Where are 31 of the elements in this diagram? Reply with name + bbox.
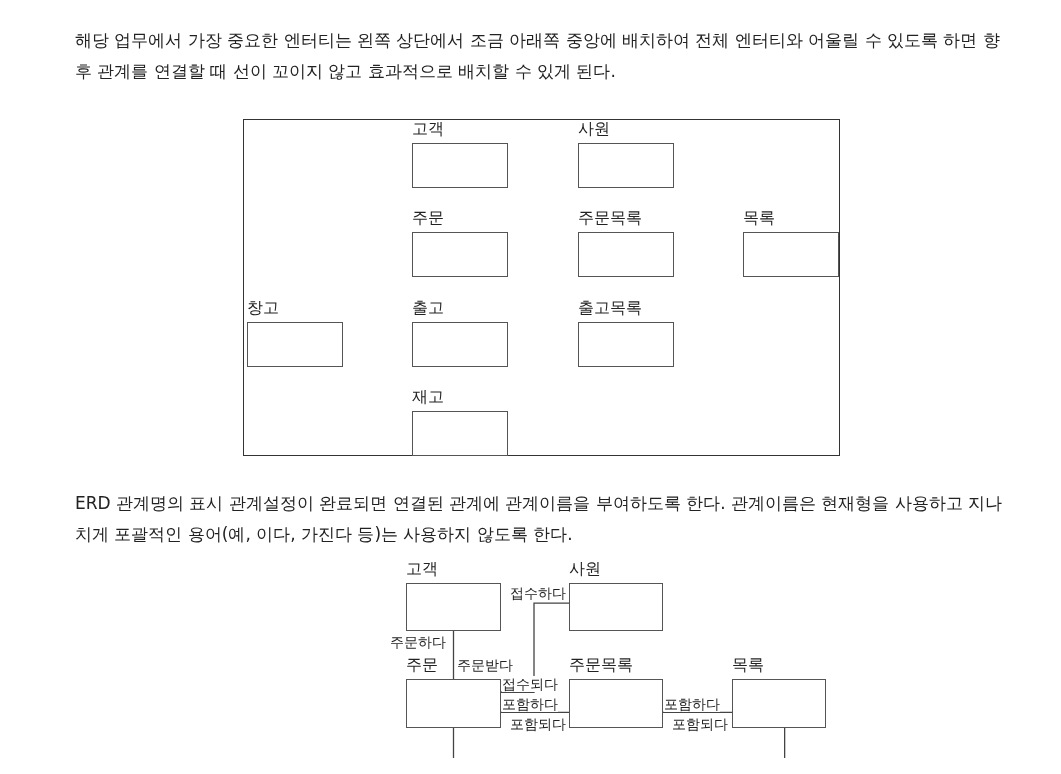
relationship-name: 주문받다: [457, 657, 513, 673]
relationship-name: 접수되다: [502, 676, 558, 692]
paragraph: 해당 업무에서 가장 중요한 엔터티는 왼쪽 상단에서 조금 아래쪽 중앙에 배치하여 전체 엔터티와 어울릴 수 있도록 하면 향후 관계를 연결할 때 선이 꼬이지 않고 효과적으로 배치할 수 있게 된다.: [75, 29, 1001, 83]
relationship-line: [500, 711, 570, 713]
entity-name: 주문목록: [569, 655, 633, 675]
relationship-line: [784, 727, 786, 759]
entity-name: 사원: [569, 559, 601, 579]
relationship-line: [662, 711, 733, 713]
relationship-name: 포함하다: [502, 696, 558, 712]
entity-name: 고객: [412, 119, 444, 139]
relationship-name: 포함되다: [672, 716, 728, 732]
paragraph: ERD 관계명의 표시 관계설정이 완료되면 연결된 관계에 관계이름을 부여하도록 한다. 관계이름은 현재형을 사용하고 지나치게 포괄적인 용어(예, 이다, 가진다 등)는 사용하지 않도록 한다.: [75, 492, 1004, 546]
entity-name: 주문: [412, 208, 444, 228]
entity-name: 사원: [578, 119, 610, 139]
relationship-line: [452, 727, 455, 759]
entity-name: 출고: [412, 298, 444, 318]
entity-name: 고객: [406, 559, 438, 579]
entity-name: 창고: [247, 298, 279, 318]
entity-name: 출고목록: [578, 298, 642, 318]
entity-name: 주문목록: [578, 208, 642, 228]
entity-name: 재고: [412, 387, 444, 407]
relationship-name: 포함하다: [664, 696, 720, 712]
relationship-line: [452, 630, 455, 680]
relationship-name: 포함되다: [510, 716, 566, 732]
relationship-name: 접수하다: [510, 585, 566, 601]
diagram-frame: [243, 119, 840, 456]
relationship-name: 주문하다: [390, 634, 446, 650]
entity-name: 주문: [406, 655, 438, 675]
entity-name: 목록: [732, 655, 764, 675]
relationship-line: [500, 602, 570, 693]
entity-name: 목록: [743, 208, 775, 228]
